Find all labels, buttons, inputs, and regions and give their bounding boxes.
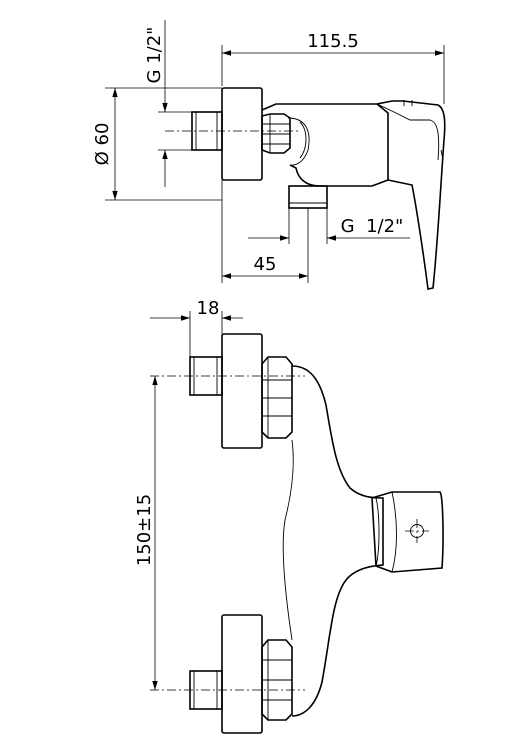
- front-top-hex-nut: [261, 356, 293, 439]
- front-bottom-hex-nut: [261, 639, 293, 721]
- side-wall-flange: [221, 87, 263, 181]
- dim-thread-bottom: G 1/2": [248, 208, 410, 244]
- dim-diameter: Ø 60: [92, 87, 222, 201]
- side-mixer-body: [261, 103, 389, 187]
- side-view: 115.5 G 1/2" Ø 60 G 1/2": [92, 20, 446, 290]
- dim-diameter-text: Ø 60: [92, 123, 113, 166]
- side-outlet-pipe: [288, 185, 328, 209]
- front-mixer-body: [291, 365, 384, 717]
- front-bottom-flange: [221, 614, 263, 734]
- dim-center-distance: 150±15: [134, 376, 158, 690]
- dim-nut-depth: 18: [150, 298, 243, 357]
- dim-offset-text: 45: [254, 254, 277, 275]
- side-lever-handle: [376, 100, 446, 290]
- dim-overall-length: 115.5: [221, 31, 445, 104]
- dim-thread-bottom-text: G 1/2": [341, 216, 404, 237]
- dim-center-distance-text: 150±15: [134, 494, 155, 566]
- front-lever: [371, 491, 444, 573]
- front-top-flange: [221, 333, 263, 449]
- dim-overall-length-text: 115.5: [307, 31, 359, 52]
- dim-offset: 45: [221, 180, 309, 283]
- side-hex-nut: [261, 113, 291, 154]
- front-view: 18 150±15: [134, 298, 444, 734]
- dim-thread-top-text: G 1/2": [144, 27, 165, 84]
- dim-nut-depth-text: 18: [197, 298, 220, 319]
- dim-thread-top: G 1/2": [144, 20, 192, 187]
